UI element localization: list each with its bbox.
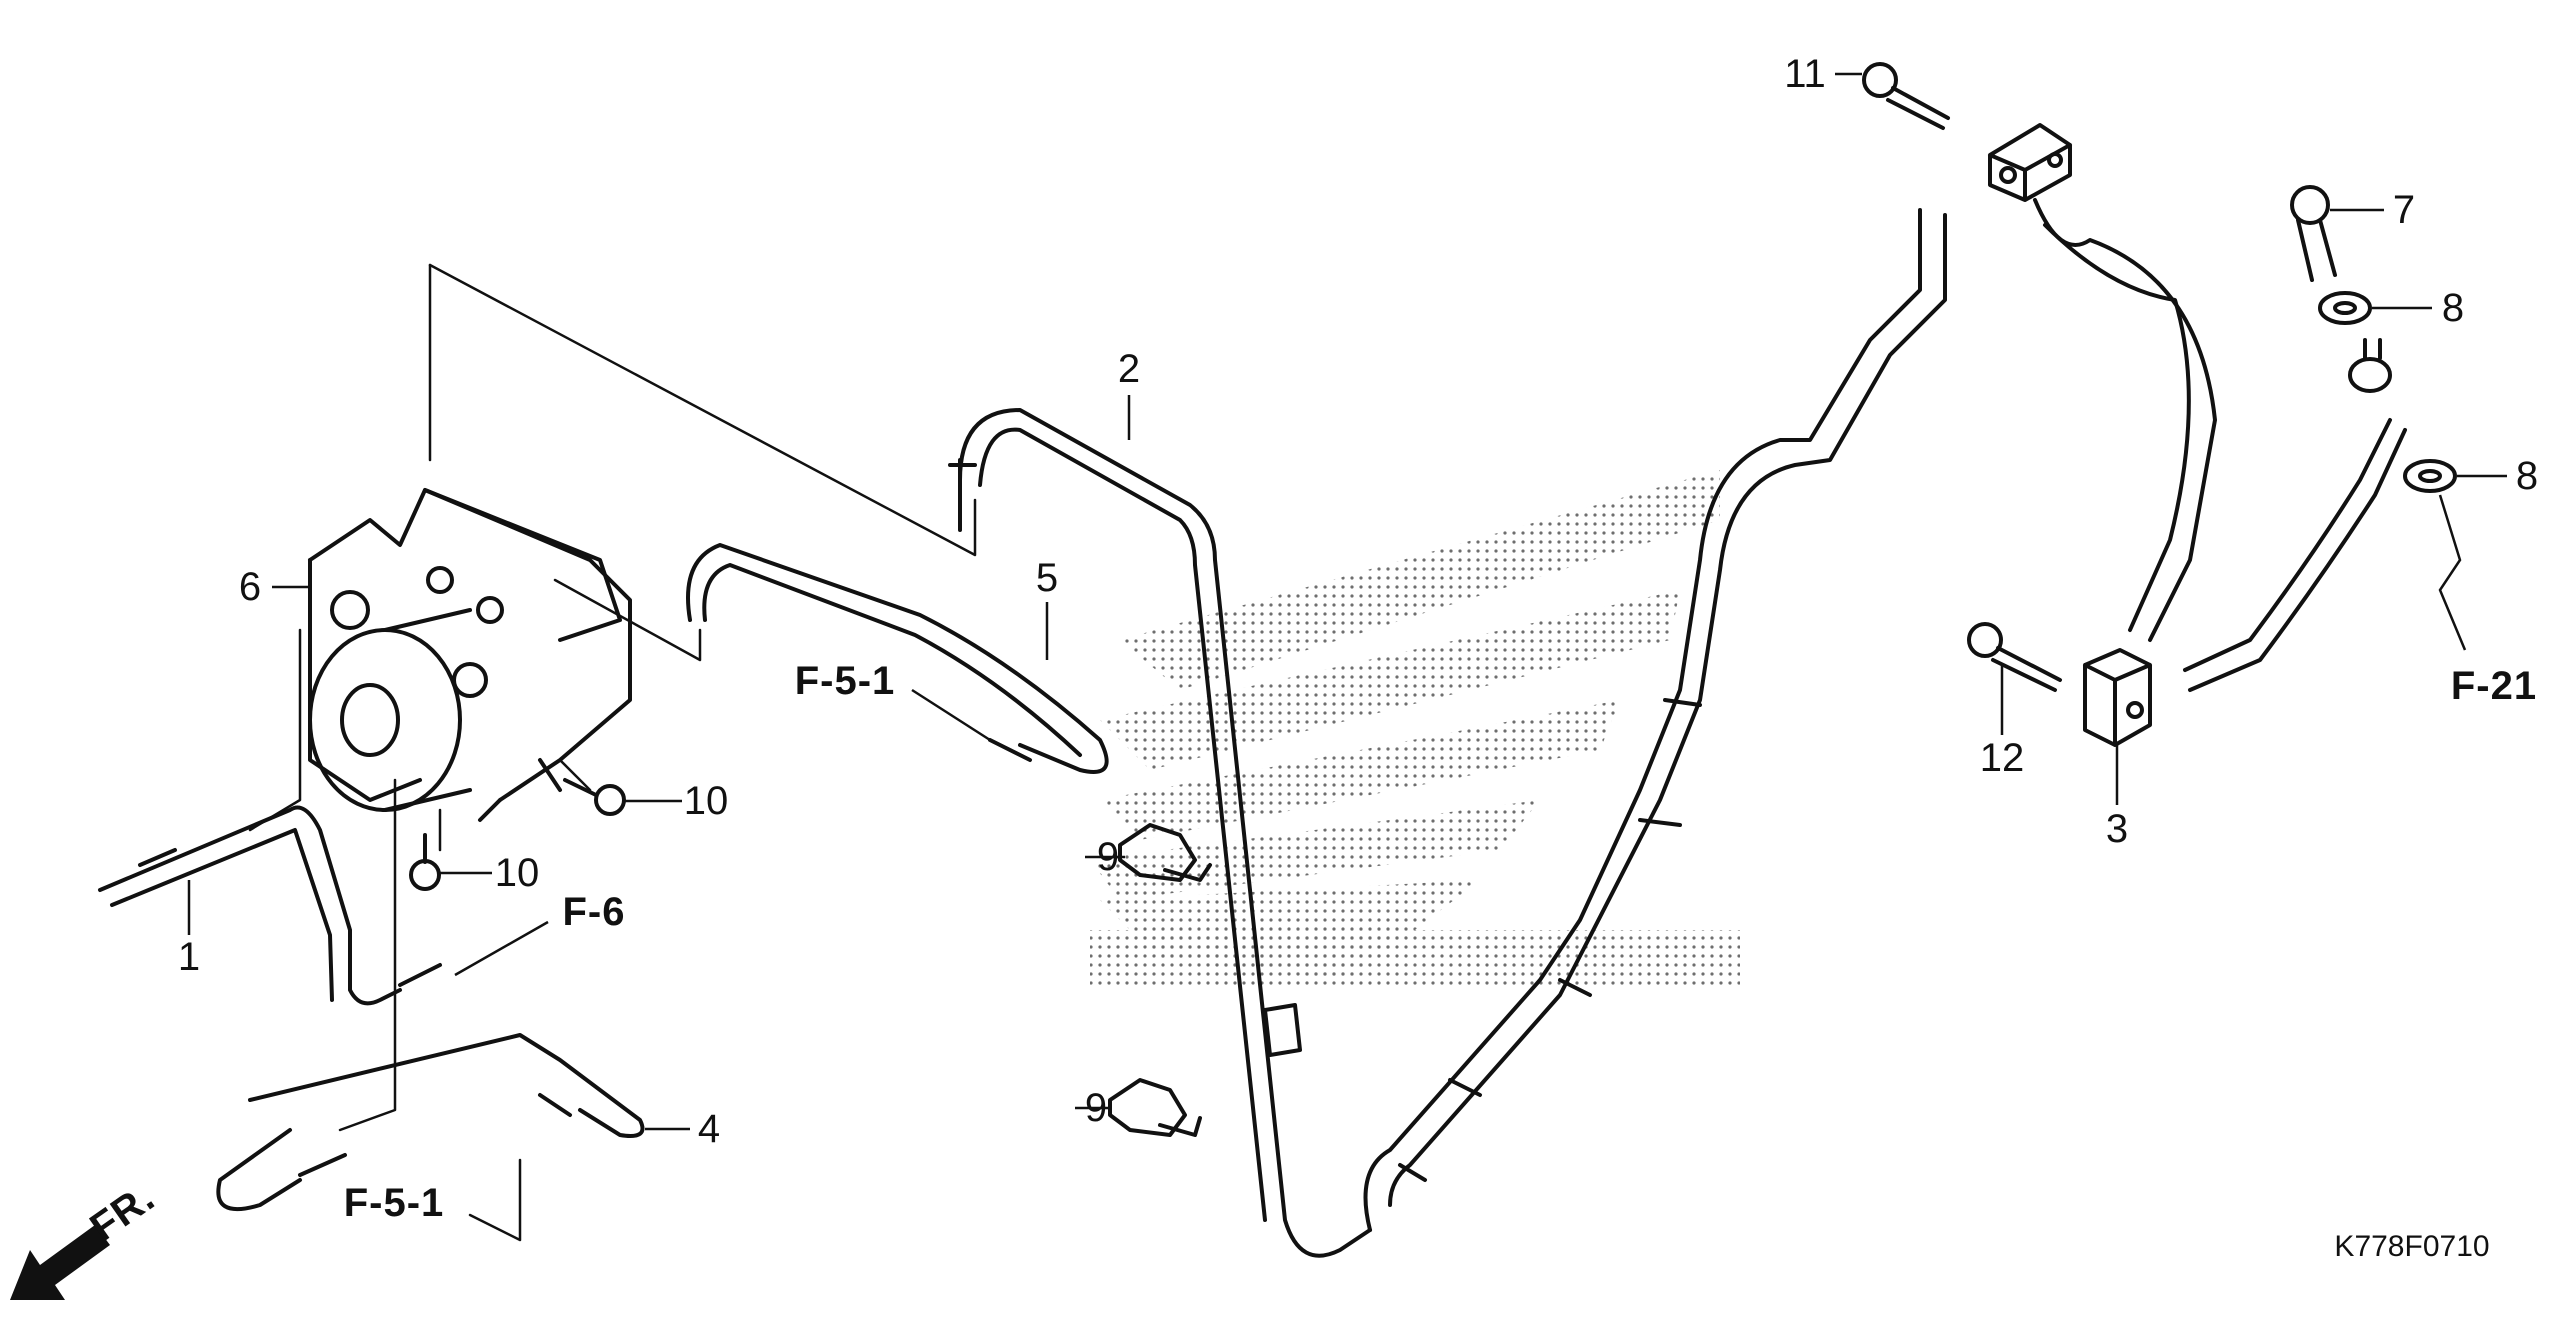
upper-joint-block[interactable]: [1988, 123, 2072, 202]
pipe-2-inner: [978, 427, 1267, 1222]
hose-collars: [1398, 698, 1702, 1182]
pipe-1-fitting: [138, 848, 442, 987]
banjo-fitting: [2348, 338, 2392, 393]
pipe-5-inner: [702, 563, 1082, 757]
bolt-10-bottom[interactable]: [409, 833, 441, 891]
callout-12[interactable]: 12: [1979, 736, 2025, 780]
front-direction-arrow: [10, 1225, 110, 1300]
bolt-11[interactable]: [1862, 62, 1950, 130]
brake-pipe-1-inner: [110, 828, 334, 1002]
pipe-5-fitting: [988, 738, 1032, 762]
callout-7[interactable]: 7: [2392, 188, 2416, 232]
brake-hose-lower-right-inner: [2188, 428, 2407, 692]
reference-f-5-1-bottom[interactable]: F-5-1: [343, 1181, 445, 1225]
callout-6[interactable]: 6: [238, 565, 262, 609]
pipe-2-sleeve: [1263, 1003, 1302, 1057]
reference-f-5-1-middle[interactable]: F-5-1: [794, 659, 896, 703]
brake-hose-upper[interactable]: [1363, 208, 1922, 1232]
callout-8-lower[interactable]: 8: [2515, 454, 2539, 498]
brake-hose-right-inner: [2043, 223, 2191, 632]
abs-modulator[interactable]: [308, 488, 632, 822]
brake-hose-upper-inner: [1388, 213, 1947, 1207]
lower-joint-hole: [2126, 701, 2144, 719]
brake-pipe-4[interactable]: [216, 1033, 645, 1211]
callout-8-upper[interactable]: 8: [2441, 286, 2465, 330]
callout-leaders: [187, 72, 2507, 1131]
callout-1[interactable]: 1: [177, 935, 201, 979]
callout-2[interactable]: 2: [1117, 347, 1141, 391]
bolt-10-side[interactable]: [563, 778, 626, 816]
reference-f-6[interactable]: F-6: [562, 890, 626, 934]
callout-10-bottom[interactable]: 10: [494, 851, 540, 895]
clamp-9-upper[interactable]: [1118, 823, 1212, 882]
callout-5[interactable]: 5: [1035, 556, 1059, 600]
callout-4[interactable]: 4: [697, 1107, 721, 1151]
upper-joint-hole-2: [2047, 152, 2063, 168]
brake-pipe-5[interactable]: [686, 543, 1109, 774]
callout-9-upper[interactable]: 9: [1096, 835, 1120, 879]
sealing-washer-8-lower[interactable]: [2403, 459, 2457, 493]
clamp-9-lower[interactable]: [1108, 1078, 1202, 1137]
callout-10-side[interactable]: 10: [683, 779, 729, 823]
honda-wing-watermark: [1090, 470, 1740, 990]
pipe-2-upper-fitting: [948, 458, 977, 532]
bolt-12[interactable]: [1967, 622, 2062, 692]
upper-joint-hole: [1999, 166, 2017, 184]
sealing-washer-8-upper[interactable]: [2318, 291, 2372, 325]
diagram-code: K778F0710: [2334, 1230, 2490, 1263]
callout-3[interactable]: 3: [2105, 807, 2129, 851]
brake-hose-lower-right[interactable]: [2183, 418, 2392, 672]
pipe-4-fittings: [298, 1093, 572, 1177]
callout-9-lower[interactable]: 9: [1084, 1086, 1108, 1130]
reference-f-21[interactable]: F-21: [2450, 664, 2538, 708]
lower-joint-block-3[interactable]: [2083, 648, 2152, 747]
brake-pipe-2[interactable]: [958, 408, 1372, 1258]
leader-lines: [248, 263, 977, 1242]
callout-11[interactable]: 11: [1784, 52, 1826, 96]
brake-pipe-1[interactable]: [98, 805, 402, 1006]
oil-bolt-7[interactable]: [2290, 185, 2337, 282]
